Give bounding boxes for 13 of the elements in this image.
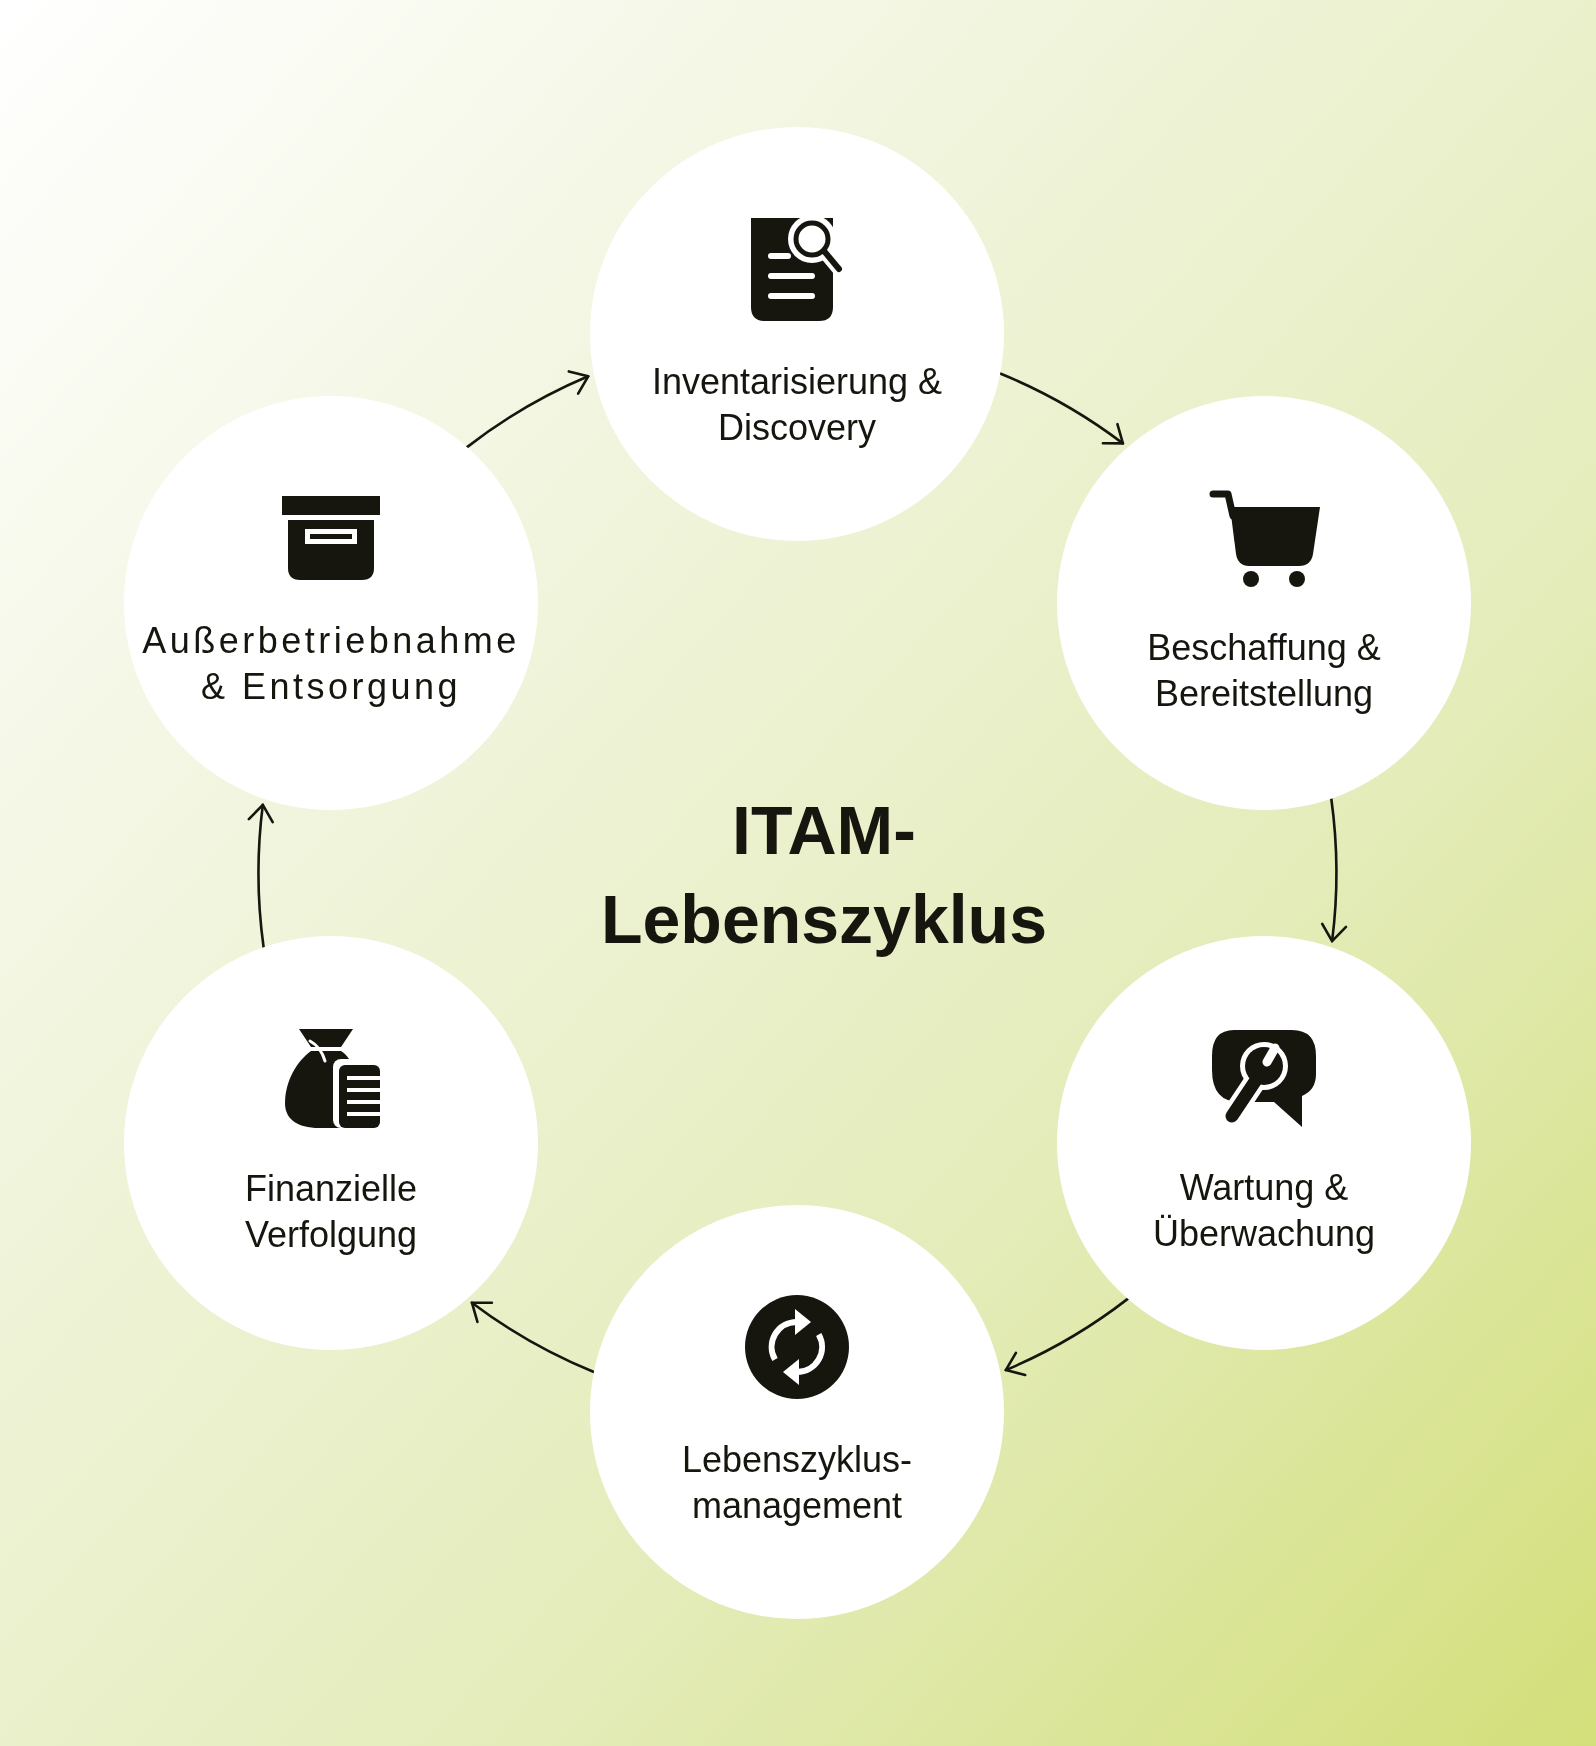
curved-arrow: [465, 370, 590, 449]
curved-arrow: [470, 1300, 596, 1374]
curved-arrow: [998, 372, 1125, 446]
stage-label: Außerbetriebnahme & Entsorgung: [141, 619, 521, 709]
stage-label: Wartung & Überwachung: [1151, 1165, 1377, 1256]
curved-arrow: [248, 803, 275, 949]
curved-arrow: [1004, 1297, 1129, 1376]
diagram-title: ITAM-Lebenszyklus: [600, 791, 1048, 959]
stage-label: Lebenszyklus-management: [680, 1438, 914, 1528]
stage-label: Inventarisierung & Discovery: [650, 359, 944, 450]
stage-label: Beschaffung & Bereitstellung: [1146, 625, 1382, 716]
curved-arrow: [1320, 797, 1347, 943]
stage-label: Finanzielle Verfolgung: [243, 1166, 419, 1257]
